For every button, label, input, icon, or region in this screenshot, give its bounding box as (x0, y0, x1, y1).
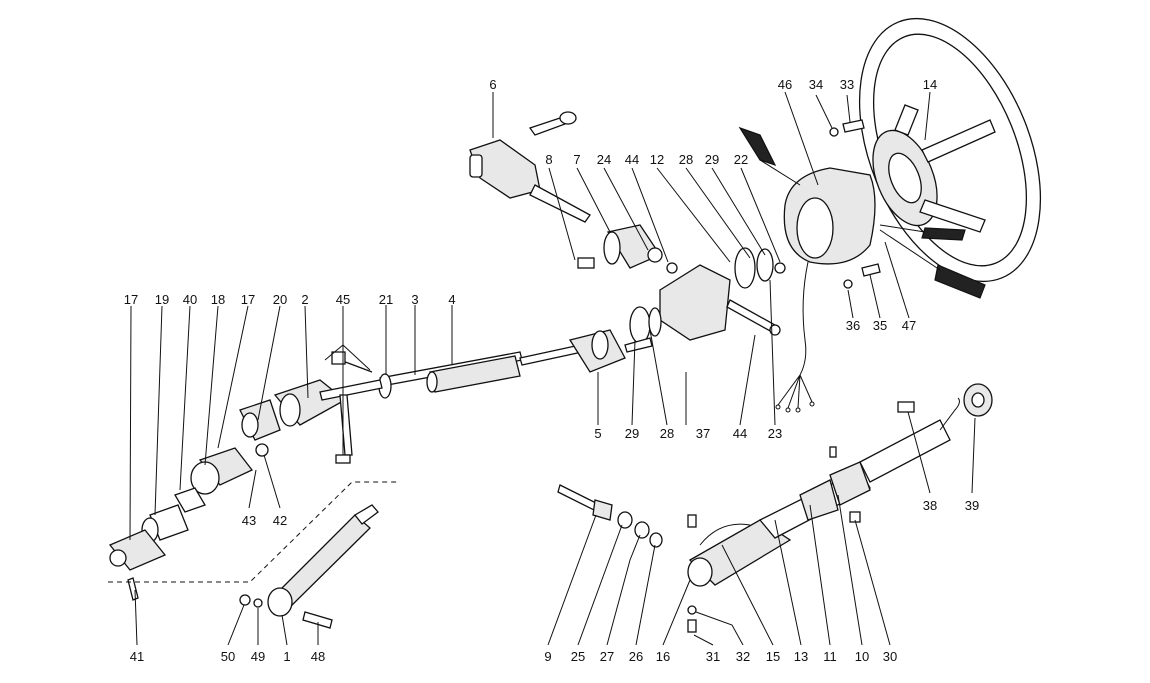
callout-15: 15 (766, 649, 780, 664)
callout-11: 11 (823, 649, 837, 664)
callout-16: 16 (656, 649, 670, 664)
callout-18: 18 (211, 292, 225, 307)
callout-40: 40 (183, 292, 197, 307)
callout-9: 9 (544, 649, 551, 664)
wiring-harness (775, 261, 815, 413)
callout-10: 10 (855, 649, 869, 664)
callout-21: 21 (379, 292, 393, 307)
lower-right-assembly (557, 383, 993, 633)
callout-17-right: 17 (241, 292, 255, 307)
callout-12: 12 (650, 152, 664, 167)
callout-1: 1 (283, 649, 290, 664)
callout-2: 2 (301, 292, 308, 307)
lower-joint (108, 399, 281, 601)
callout-42: 42 (273, 513, 287, 528)
wheel-fasteners (829, 119, 881, 289)
steering-wheel (858, 17, 1042, 283)
callout-8: 8 (545, 152, 552, 167)
callout-3: 3 (411, 292, 418, 307)
callout-13: 13 (794, 649, 808, 664)
callout-49: 49 (251, 649, 265, 664)
callout-6: 6 (489, 77, 496, 92)
callout-45: 45 (336, 292, 350, 307)
callout-29-mid: 29 (625, 426, 639, 441)
callout-46: 46 (778, 77, 792, 92)
leader-lines (129, 91, 976, 646)
callout-39: 39 (965, 498, 979, 513)
callout-28-mid: 28 (660, 426, 674, 441)
callout-30: 30 (883, 649, 897, 664)
callout-48: 48 (311, 649, 325, 664)
callout-38: 38 (923, 498, 937, 513)
ignition-lock (469, 111, 591, 223)
callout-44-top: 44 (625, 152, 639, 167)
callout-43: 43 (242, 513, 256, 528)
steering-shaft (273, 329, 653, 464)
callout-34: 34 (809, 77, 823, 92)
callout-27: 27 (600, 649, 614, 664)
callout-26: 26 (629, 649, 643, 664)
callout-32: 32 (736, 649, 750, 664)
alternate-shaft-inset (108, 481, 400, 629)
callout-7: 7 (573, 152, 580, 167)
callout-29-top: 29 (705, 152, 719, 167)
callout-17-left: 17 (124, 292, 138, 307)
callout-25: 25 (571, 649, 585, 664)
callout-28-top: 28 (679, 152, 693, 167)
callout-24: 24 (597, 152, 611, 167)
callout-22: 22 (734, 152, 748, 167)
callout-19: 19 (155, 292, 169, 307)
upper-column (577, 224, 786, 344)
callout-5: 5 (594, 426, 601, 441)
callout-50: 50 (221, 649, 235, 664)
callout-35: 35 (873, 318, 887, 333)
callout-31: 31 (706, 649, 720, 664)
callout-14: 14 (923, 77, 937, 92)
callout-36: 36 (846, 318, 860, 333)
callout-20: 20 (273, 292, 287, 307)
callout-41: 41 (130, 649, 144, 664)
callout-23: 23 (768, 426, 782, 441)
callout-37: 37 (696, 426, 710, 441)
callout-44-mid: 44 (733, 426, 747, 441)
callout-labels: 6 8 7 24 44 12 28 29 22 46 34 33 14 36 3… (124, 77, 979, 664)
callout-4: 4 (448, 292, 455, 307)
column-shroud (738, 126, 986, 299)
callout-47: 47 (902, 318, 916, 333)
callout-33: 33 (840, 77, 854, 92)
